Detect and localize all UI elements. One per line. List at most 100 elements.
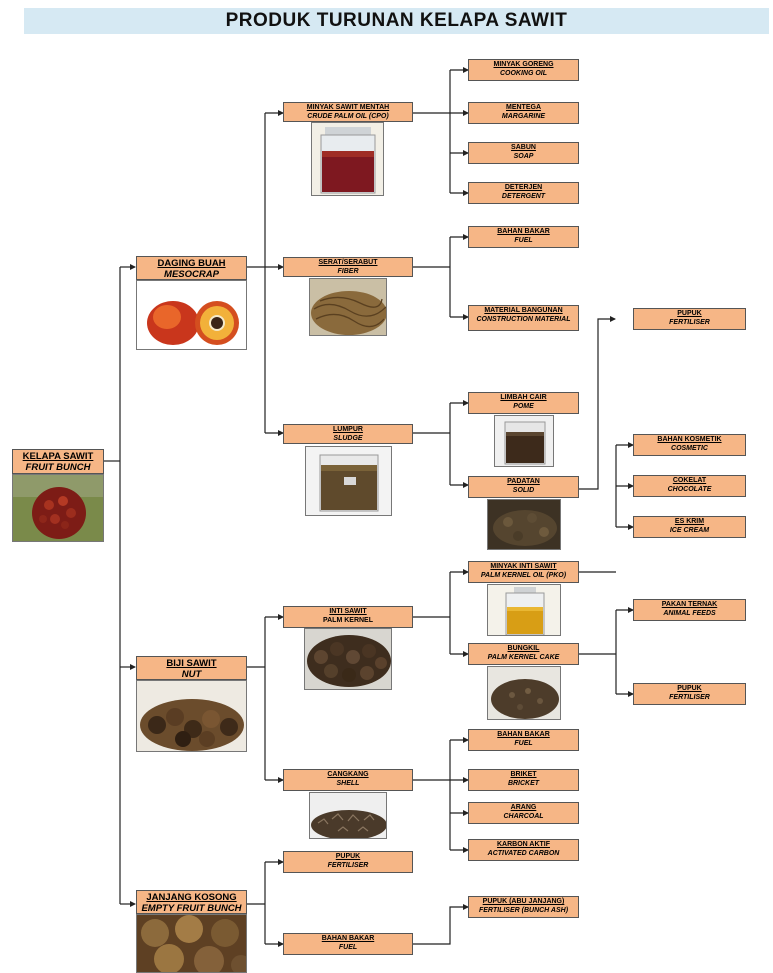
nut-photo xyxy=(136,680,247,752)
node-daging-buah: DAGING BUAH MESOCRAP xyxy=(136,256,247,280)
node-sublabel: POME xyxy=(513,402,534,410)
node-sublabel: FIBER xyxy=(337,267,359,275)
node-label: CANGKANG xyxy=(327,771,369,778)
node-sublabel: COOKING OIL xyxy=(499,69,548,77)
node-label: BAHAN BAKAR xyxy=(497,731,550,738)
node-label: KELAPA SAWIT xyxy=(22,451,94,462)
node-padatan: PADATAN SOLID xyxy=(468,476,579,498)
node-sublabel: DETERGENT xyxy=(501,192,546,200)
node-label: LUMPUR xyxy=(333,426,363,433)
node-sublabel: SOAP xyxy=(513,152,534,160)
node-mentega: MENTEGA MARGARINE xyxy=(468,102,579,124)
node-bungkil: BUNGKIL PALM KERNEL CAKE xyxy=(468,643,579,665)
node-pupuk-abu-janjang: PUPUK (ABU JANJANG) FERTILISER (BUNCH AS… xyxy=(468,896,579,918)
node-deterjen: DETERJEN DETERGENT xyxy=(468,182,579,204)
node-sublabel: CRUDE PALM OIL (CPO) xyxy=(307,112,389,120)
node-sublabel: MESOCRAP xyxy=(164,269,219,280)
node-kelapa-sawit: KELAPA SAWIT FRUIT BUNCH xyxy=(12,449,104,474)
node-sublabel: FRUIT BUNCH xyxy=(25,462,91,473)
node-limbah-cair: LIMBAH CAIR POME xyxy=(468,392,579,414)
node-label: DETERJEN xyxy=(504,184,543,191)
page-title: PRODUK TURUNAN KELAPA SAWIT xyxy=(24,8,769,34)
node-label: DAGING BUAH xyxy=(157,258,226,269)
node-label: PUPUK xyxy=(335,853,361,860)
node-sublabel: PALM KERNEL CAKE xyxy=(487,653,560,661)
node-es-krim: ES KRIM ICE CREAM xyxy=(633,516,746,538)
node-briket: BRIKET BRICKET xyxy=(468,769,579,791)
node-fiber-bahan-bakar: BAHAN BAKAR FUEL xyxy=(468,226,579,248)
node-label: COKELAT xyxy=(672,477,707,484)
node-bahan-kosmetik: BAHAN KOSMETIK COSMETIC xyxy=(633,434,746,456)
node-label: MATERIAL BANGUNAN xyxy=(484,307,563,314)
node-efb-pupuk: PUPUK FERTILISER xyxy=(283,851,413,873)
node-label: KARBON AKTIF xyxy=(496,841,550,848)
node-label: MINYAK SAWIT MENTAH xyxy=(306,104,390,111)
node-efb-bahan-bakar: BAHAN BAKAR FUEL xyxy=(283,933,413,955)
node-label: MINYAK GORENG xyxy=(493,61,554,68)
node-label: BUNGKIL xyxy=(507,645,540,652)
node-sublabel: CHARCOAL xyxy=(503,812,544,820)
node-sublabel: EMPTY FRUIT BUNCH xyxy=(141,903,242,914)
node-label: PUPUK xyxy=(677,685,702,692)
node-label: PAKAN TERNAK xyxy=(661,601,718,608)
node-label: SABUN xyxy=(511,144,536,151)
node-label: BAHAN BAKAR xyxy=(321,935,375,942)
node-sublabel: NUT xyxy=(181,669,202,680)
pome-photo xyxy=(494,415,554,467)
node-label: PUPUK xyxy=(677,310,702,317)
fruit-bunch-photo xyxy=(12,474,104,542)
node-sublabel: FERTILISER xyxy=(669,318,710,326)
node-sublabel: CHOCOLATE xyxy=(667,485,712,493)
solid-photo xyxy=(487,499,561,550)
node-lumpur: LUMPUR SLUDGE xyxy=(283,424,413,444)
node-sublabel: ANIMAL FEEDS xyxy=(663,609,716,617)
node-sublabel: FERTILISER xyxy=(669,693,710,701)
cpo-photo xyxy=(311,122,384,196)
node-label: SERAT/SERABUT xyxy=(318,259,378,266)
kernel-photo xyxy=(304,628,392,690)
node-sublabel: BRICKET xyxy=(507,779,540,787)
node-sabun: SABUN SOAP xyxy=(468,142,579,164)
node-sublabel: MARGARINE xyxy=(501,112,546,120)
node-sublabel: FERTILISER xyxy=(327,861,369,869)
node-sublabel: COSMETIC xyxy=(671,444,708,452)
node-label: BRIKET xyxy=(510,771,537,778)
node-pakan-ternak: PAKAN TERNAK ANIMAL FEEDS xyxy=(633,599,746,621)
node-sublabel: FUEL xyxy=(514,739,533,747)
node-sublabel: FUEL xyxy=(514,236,533,244)
cake-photo xyxy=(487,666,561,720)
node-arang: ARANG CHARCOAL xyxy=(468,802,579,824)
shell-photo xyxy=(309,792,387,839)
node-shell-bahan-bakar: BAHAN BAKAR FUEL xyxy=(468,729,579,751)
node-minyak-inti-sawit: MINYAK INTI SAWIT PALM KERNEL OIL (PKO) xyxy=(468,561,579,583)
efb-photo xyxy=(136,914,247,973)
node-sublabel: PALM KERNEL xyxy=(322,616,374,624)
node-label: MENTEGA xyxy=(506,104,541,111)
node-label: BIJI SAWIT xyxy=(166,658,217,669)
node-cangkang: CANGKANG SHELL xyxy=(283,769,413,791)
node-cokelat: COKELAT CHOCOLATE xyxy=(633,475,746,497)
node-label: BAHAN KOSMETIK xyxy=(657,436,722,443)
node-cake-pupuk: PUPUK FERTILISER xyxy=(633,683,746,705)
node-label: PUPUK (ABU JANJANG) xyxy=(482,898,565,905)
node-label: ARANG xyxy=(510,804,537,811)
node-minyak-sawit-mentah: MINYAK SAWIT MENTAH CRUDE PALM OIL (CPO) xyxy=(283,102,413,122)
node-karbon-aktif: KARBON AKTIF ACTIVATED CARBON xyxy=(468,839,579,861)
node-sublabel: PALM KERNEL OIL (PKO) xyxy=(480,571,567,579)
node-janjang-kosong: JANJANG KOSONG EMPTY FRUIT BUNCH xyxy=(136,890,247,914)
node-solid-pupuk: PUPUK FERTILISER xyxy=(633,308,746,330)
node-sublabel: FUEL xyxy=(338,943,358,951)
node-inti-sawit: INTI SAWIT PALM KERNEL xyxy=(283,606,413,628)
node-sublabel: CONSTRUCTION MATERIAL xyxy=(476,315,571,323)
node-label: PADATAN xyxy=(507,478,540,485)
node-sublabel: SLUDGE xyxy=(333,434,363,442)
node-sublabel: SHELL xyxy=(336,779,360,787)
node-label: ES KRIM xyxy=(674,518,705,525)
node-sublabel: SOLID xyxy=(512,486,535,494)
node-label: MINYAK INTI SAWIT xyxy=(490,563,557,570)
fiber-photo xyxy=(309,278,387,336)
node-sublabel: ICE CREAM xyxy=(669,526,710,534)
node-label: BAHAN BAKAR xyxy=(497,228,550,235)
node-label: INTI SAWIT xyxy=(329,608,367,615)
